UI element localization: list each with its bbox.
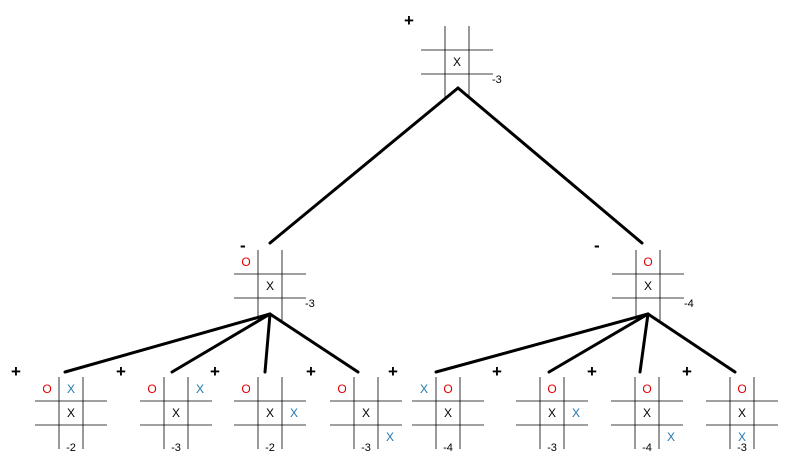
leaf-board: OXX [706,377,778,449]
o-mark: O [42,382,51,396]
x-mark-new: X [386,430,394,444]
edge-to-leaf [547,312,650,374]
board-grid [421,26,493,98]
leaf-sign: + [210,362,220,381]
leaf-score: -2 [66,442,76,454]
x-mark-new: X [67,382,75,396]
edge-to-leaf [646,312,737,374]
leaf-board: O X X [234,377,306,449]
edge-root-to-child [268,86,460,245]
board-grid [611,377,683,449]
leaf-score: -4 [642,442,652,454]
mid-score: -3 [305,298,315,310]
leaf-score: -2 [265,442,275,454]
leaf-board: O XX [35,377,107,449]
edge-to-leaf [63,312,272,374]
root-score: -3 [492,74,502,86]
leaf-board: O X X [140,377,212,449]
leaf-sign: + [116,362,126,381]
o-mark: O [241,382,250,396]
o-mark: O [337,382,346,396]
o-mark: O [642,382,651,396]
o-mark: O [643,255,652,269]
edge-to-leaf [170,312,272,374]
root-sign: + [404,11,414,30]
edge-to-leaf [268,312,360,374]
mid-sign: - [594,236,600,255]
o-mark: O [443,382,452,396]
x-mark: X [738,406,746,420]
board-grid [234,377,306,449]
leaf-score: -3 [171,442,181,454]
tree-edges [63,86,737,374]
o-mark: O [241,255,250,269]
x-mark: X [362,406,370,420]
board-grid [612,250,684,322]
x-mark-new: X [290,406,298,420]
x-mark: X [172,406,180,420]
leaf-sign: + [11,362,21,381]
x-mark: X [548,406,556,420]
leaf-sign: + [587,362,597,381]
x-mark: X [266,406,274,420]
x-mark: X [266,279,274,293]
mid-board: OX [234,250,306,322]
o-mark: O [737,382,746,396]
board-grid [516,377,588,449]
x-mark: X [644,279,652,293]
edge-to-leaf [638,312,650,374]
x-mark: X [643,406,651,420]
x-mark-new: X [667,430,675,444]
mid-score: -4 [684,298,694,310]
leaf-board: OXX [611,377,683,449]
leaf-sign: + [682,362,692,381]
x-mark-new: X [572,406,580,420]
x-mark: X [453,55,461,69]
x-mark-new: X [196,382,204,396]
leaf-score: -3 [547,442,557,454]
leaf-score: -3 [361,442,371,454]
board-grid [234,250,306,322]
x-mark-new: X [420,382,428,396]
leaf-sign: + [306,362,316,381]
mid-board: OX [612,250,684,322]
x-mark: X [67,406,75,420]
x-mark-new: X [738,430,746,444]
board-grid [35,377,107,449]
leaf-board: O X X [330,377,402,449]
board-grid [706,377,778,449]
board-grid [330,377,402,449]
leaf-score: -3 [737,442,747,454]
board-grid [412,377,484,449]
root-board: X [421,26,493,98]
edge-to-leaf [263,312,272,374]
edge-to-leaf [434,312,650,374]
x-mark: X [444,406,452,420]
o-mark: O [547,382,556,396]
edge-root-to-child [456,86,644,245]
leaf-sign: + [388,362,398,381]
o-mark: O [147,382,156,396]
mid-sign: - [240,236,246,255]
board-grid [140,377,212,449]
leaf-score: -4 [443,442,453,454]
leaf-sign: + [492,362,502,381]
